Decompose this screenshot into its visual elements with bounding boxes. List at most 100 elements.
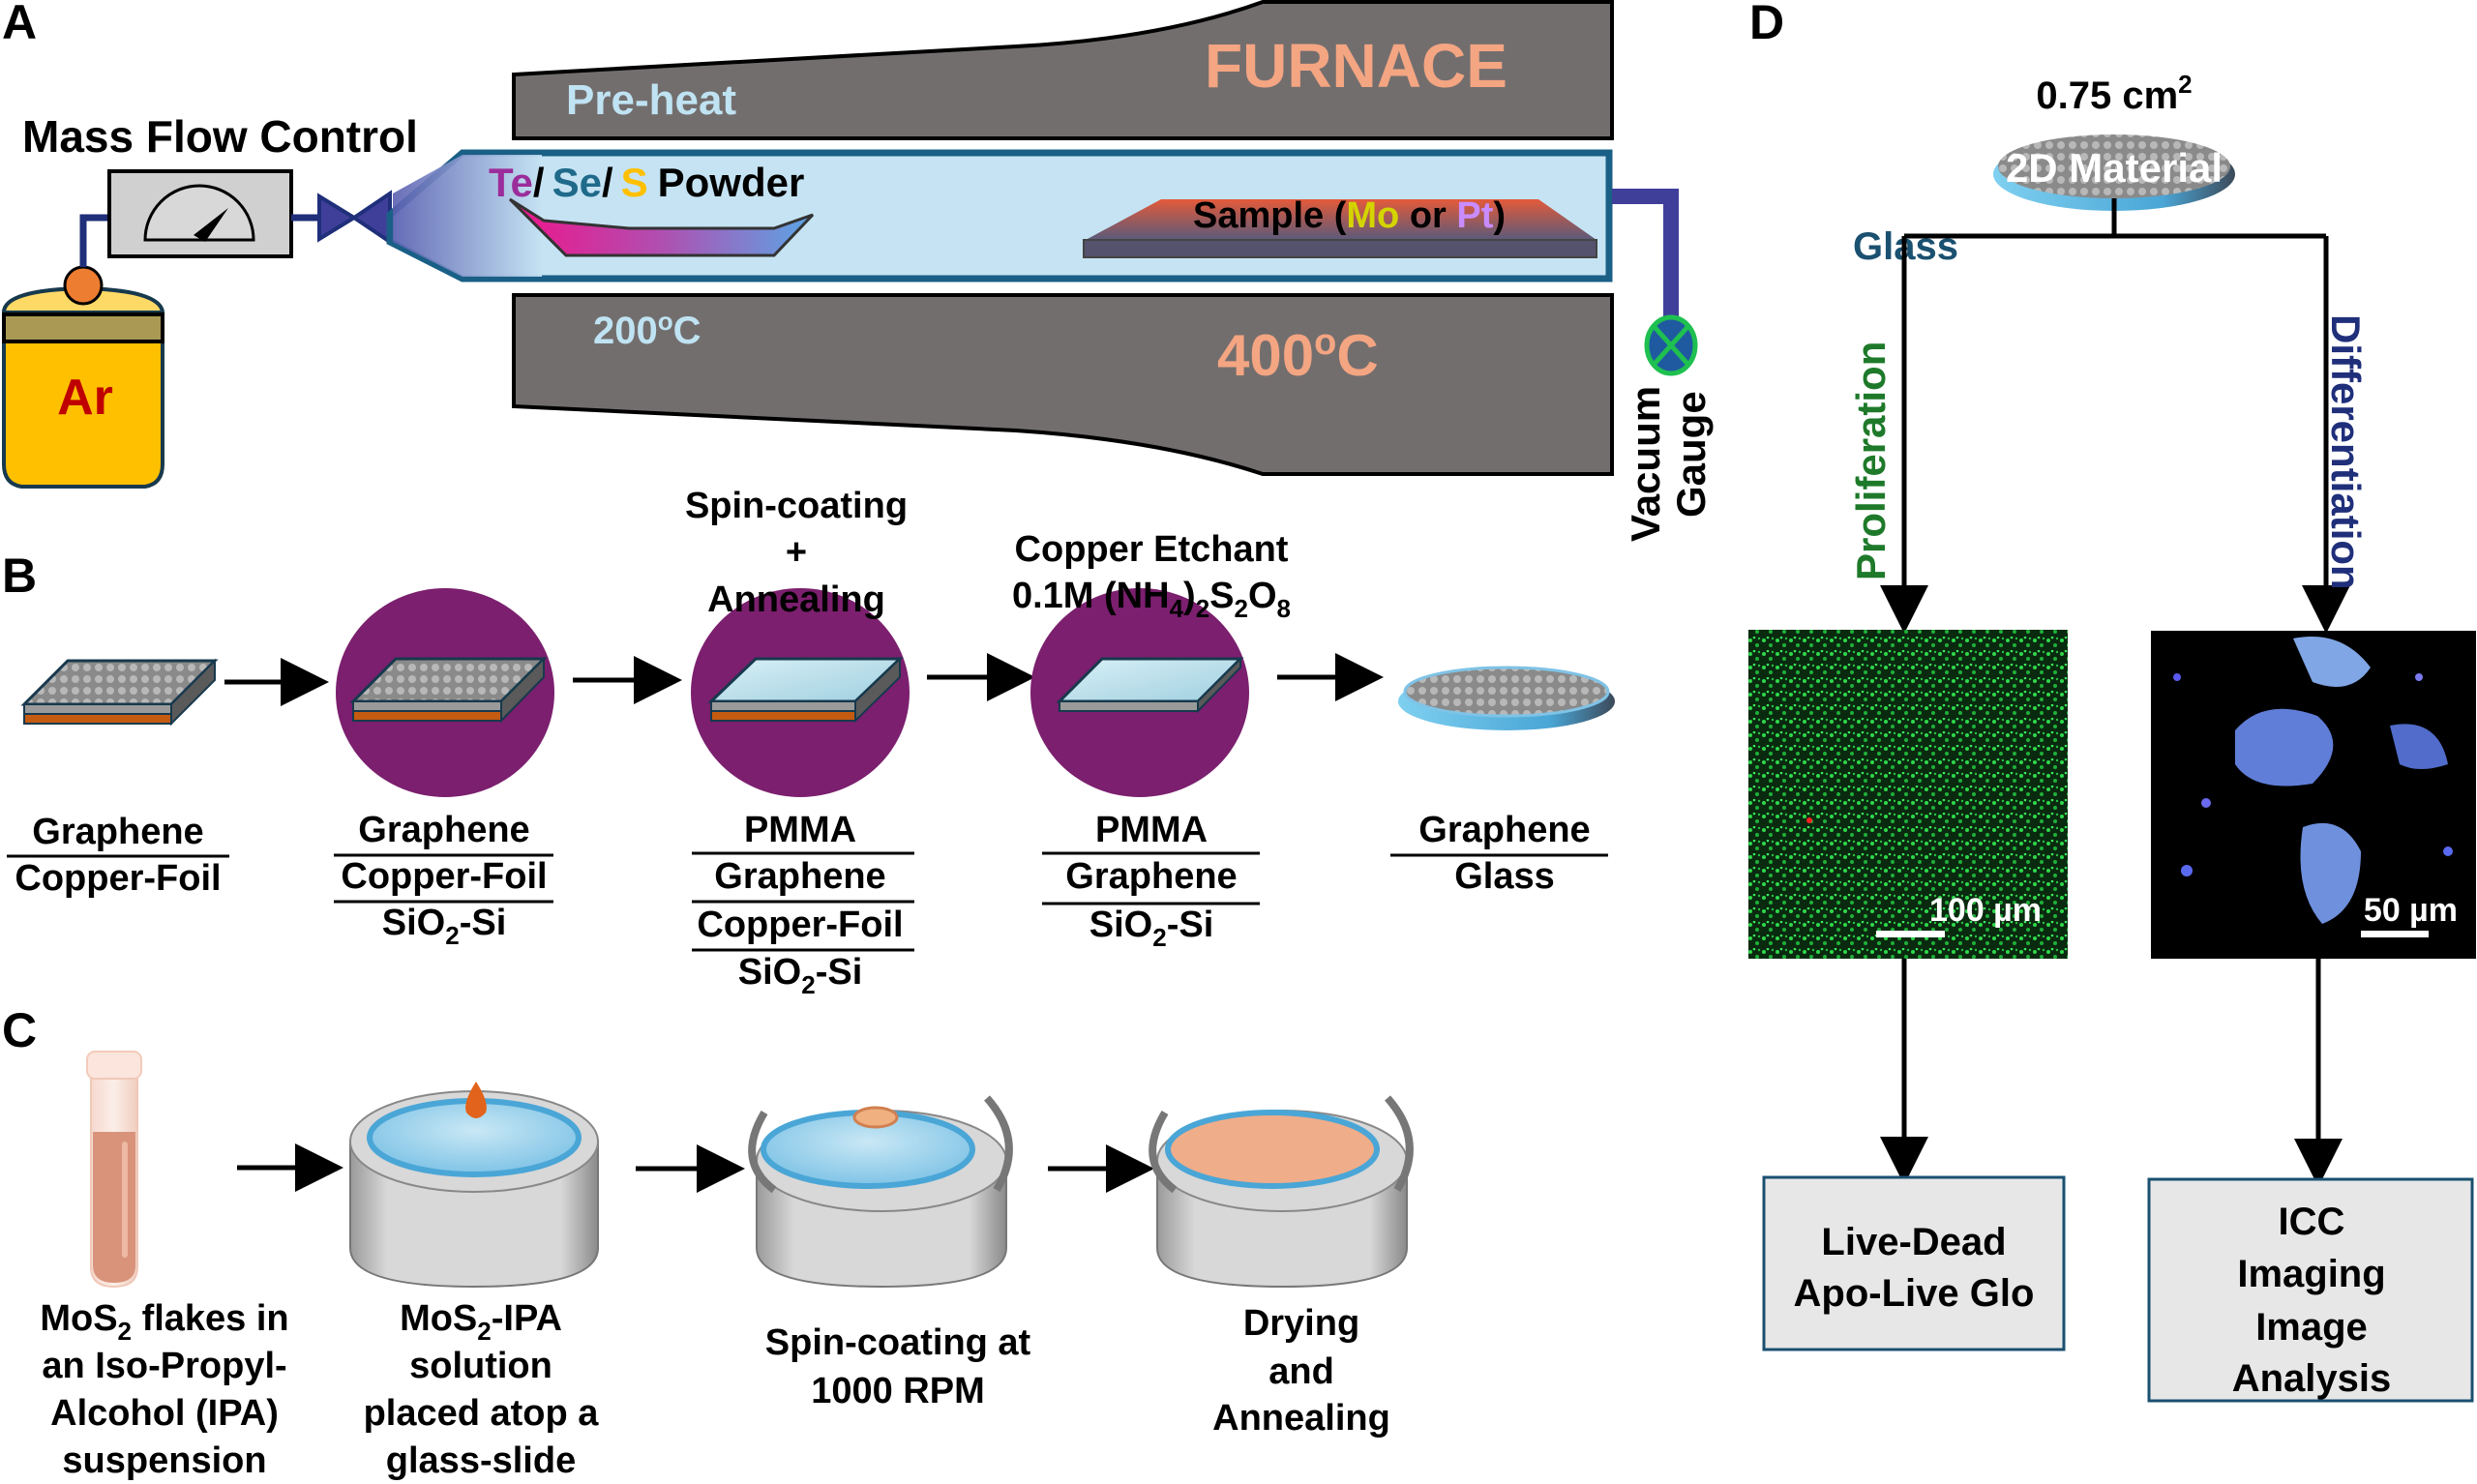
branch-connector [1880, 198, 2350, 634]
c-caption-3: Spin-coating at 1000 RPM [765, 1322, 1031, 1411]
preheat-temp: 200oC [593, 307, 701, 352]
proliferation-micrograph: 100 µm [1748, 630, 2068, 959]
b-caption-5: Graphene Glass [1390, 810, 1608, 897]
mass-flow-controller [107, 169, 293, 258]
differentiation-micrograph: 50 µm [2151, 631, 2476, 959]
rotation-arrow-icon [983, 1095, 1013, 1193]
svg-text:SiO2-Si: SiO2-Si [1089, 905, 1214, 952]
svg-text:Graphene: Graphene [32, 812, 203, 852]
svg-text:Copper Etchant: Copper Etchant [1015, 529, 1289, 570]
area-label: 0.75 cm2 [2036, 70, 2192, 117]
step4-wafer [1030, 588, 1249, 797]
b-step3-header: Spin-coating + Annealing [685, 486, 908, 620]
svg-text:Spin-coating at: Spin-coating at [765, 1322, 1031, 1363]
svg-text:PMMA: PMMA [1095, 810, 1208, 850]
svg-text:Annealing: Annealing [1212, 1398, 1390, 1439]
valve-icon [317, 190, 392, 246]
svg-text:Copper-Foil: Copper-Foil [15, 858, 221, 899]
argon-tank: Ar [1, 285, 165, 489]
svg-text:PMMA: PMMA [744, 810, 856, 850]
b-step4-header: Copper Etchant 0.1M (NH4)2S2O8 [1012, 529, 1291, 623]
svg-text:SiO2-Si: SiO2-Si [738, 952, 863, 999]
svg-text:0.1M (NH4)2S2O8: 0.1M (NH4)2S2O8 [1012, 576, 1291, 623]
result-connectors [1880, 959, 2343, 1187]
furnace-label: FURNACE [1205, 31, 1507, 101]
svg-text:MoS2 flakes in: MoS2 flakes in [40, 1298, 288, 1346]
svg-text:Annealing: Annealing [707, 579, 885, 620]
svg-text:solution: solution [409, 1346, 552, 1386]
gauge-needle-icon [194, 208, 228, 242]
svg-text:glass-slide: glass-slide [386, 1440, 576, 1481]
gas-label: Ar [57, 370, 113, 426]
graphene-glass-disc [1398, 666, 1615, 730]
svg-text:Copper-Foil: Copper-Foil [341, 856, 547, 897]
preheat-label: Pre-heat [566, 76, 736, 124]
test-tube-icon [86, 1051, 142, 1289]
svg-text:+: + [786, 532, 807, 573]
svg-text:suspension: suspension [62, 1440, 266, 1481]
b-caption-1: Graphene Copper-Foil [7, 812, 229, 899]
panel-label-d: D [1749, 0, 1784, 49]
mass-flow-control-label: Mass Flow Control [22, 111, 418, 162]
panel-label-c: C [2, 1003, 37, 1057]
svg-text:Analysis: Analysis [2232, 1357, 2392, 1400]
svg-text:1000 RPM: 1000 RPM [811, 1371, 985, 1411]
vacuum-gauge-icon [1644, 314, 1698, 376]
panel-label-a: A [2, 0, 37, 49]
spin-coater-1 [349, 1082, 599, 1289]
sample-substrate [1086, 199, 1597, 240]
svg-text:placed atop a: placed atop a [364, 1393, 600, 1434]
svg-text:Alcohol (IPA): Alcohol (IPA) [50, 1393, 279, 1434]
sample-label: Sample (Mo or Pt) [1193, 195, 1506, 236]
live-dead-box: Live-Dead Apo-Live Glo [1762, 1175, 2066, 1351]
b-caption-4: PMMA Graphene SiO2-Si [1042, 810, 1260, 952]
rotation-arrow-icon [748, 1110, 777, 1194]
icc-analysis-box: ICC Imaging Image Analysis [2147, 1177, 2474, 1403]
powder-boat-icon [508, 197, 815, 257]
b-caption-3: PMMA Graphene Copper-Foil SiO2-Si [692, 810, 914, 999]
b-caption-2: Graphene Copper-Foil SiO2-Si [334, 810, 553, 950]
svg-text:and: and [1268, 1351, 1334, 1392]
svg-text:Graphene: Graphene [1065, 856, 1237, 897]
svg-text:Drying: Drying [1243, 1303, 1359, 1344]
c-caption-2: MoS2-IPA solution placed atop a glass-sl… [364, 1298, 600, 1481]
svg-text:Live-Dead: Live-Dead [1821, 1221, 2006, 1263]
regulator-knob-icon [63, 265, 104, 306]
furnace-top: Pre-heat FURNACE [512, 0, 1614, 140]
vacuum-line [1612, 189, 1679, 319]
graphene-copper-slab [20, 658, 219, 727]
step3-wafer [691, 588, 910, 797]
svg-text:Graphene: Graphene [1418, 810, 1590, 850]
svg-text:Graphene: Graphene [358, 810, 529, 850]
svg-text:Image: Image [2255, 1306, 2368, 1349]
svg-text:Apo-Live Glo: Apo-Live Glo [1794, 1272, 2035, 1315]
differentiation-label: Differentiation [2323, 314, 2369, 590]
step2-wafer [336, 588, 554, 797]
svg-text:MoS2-IPA: MoS2-IPA [400, 1298, 562, 1346]
vacuum-label: Vacuum [1623, 386, 1668, 542]
svg-text:Graphene: Graphene [714, 856, 885, 897]
rotation-arrow-icon [1384, 1095, 1414, 1193]
svg-text:SiO2-Si: SiO2-Si [382, 903, 507, 950]
gauge-label: Gauge [1668, 391, 1714, 518]
svg-text:Copper-Foil: Copper-Foil [697, 905, 903, 945]
proliferation-label: Proliferation [1848, 341, 1894, 580]
furnace-bottom: 200oC 400oC [512, 293, 1614, 476]
disc-label: 2D Material [2006, 145, 2223, 191]
spin-coater-3 [1149, 1095, 1414, 1289]
svg-text:Spin-coating: Spin-coating [685, 486, 908, 526]
svg-text:an Iso-Propyl-: an Iso-Propyl- [42, 1346, 286, 1386]
gas-line [79, 214, 109, 267]
droplet-icon [465, 1082, 487, 1118]
rotation-arrow-icon [1149, 1110, 1178, 1194]
furnace-temp: 400oC [1217, 322, 1379, 388]
spin-coater-2 [748, 1095, 1013, 1289]
c-caption-4: Drying and Annealing [1212, 1303, 1390, 1439]
svg-text:ICC: ICC [2279, 1201, 2345, 1243]
scale-label-100um: 100 µm [1929, 892, 2042, 929]
svg-text:Imaging: Imaging [2237, 1253, 2385, 1295]
panel-label-b: B [2, 549, 37, 603]
